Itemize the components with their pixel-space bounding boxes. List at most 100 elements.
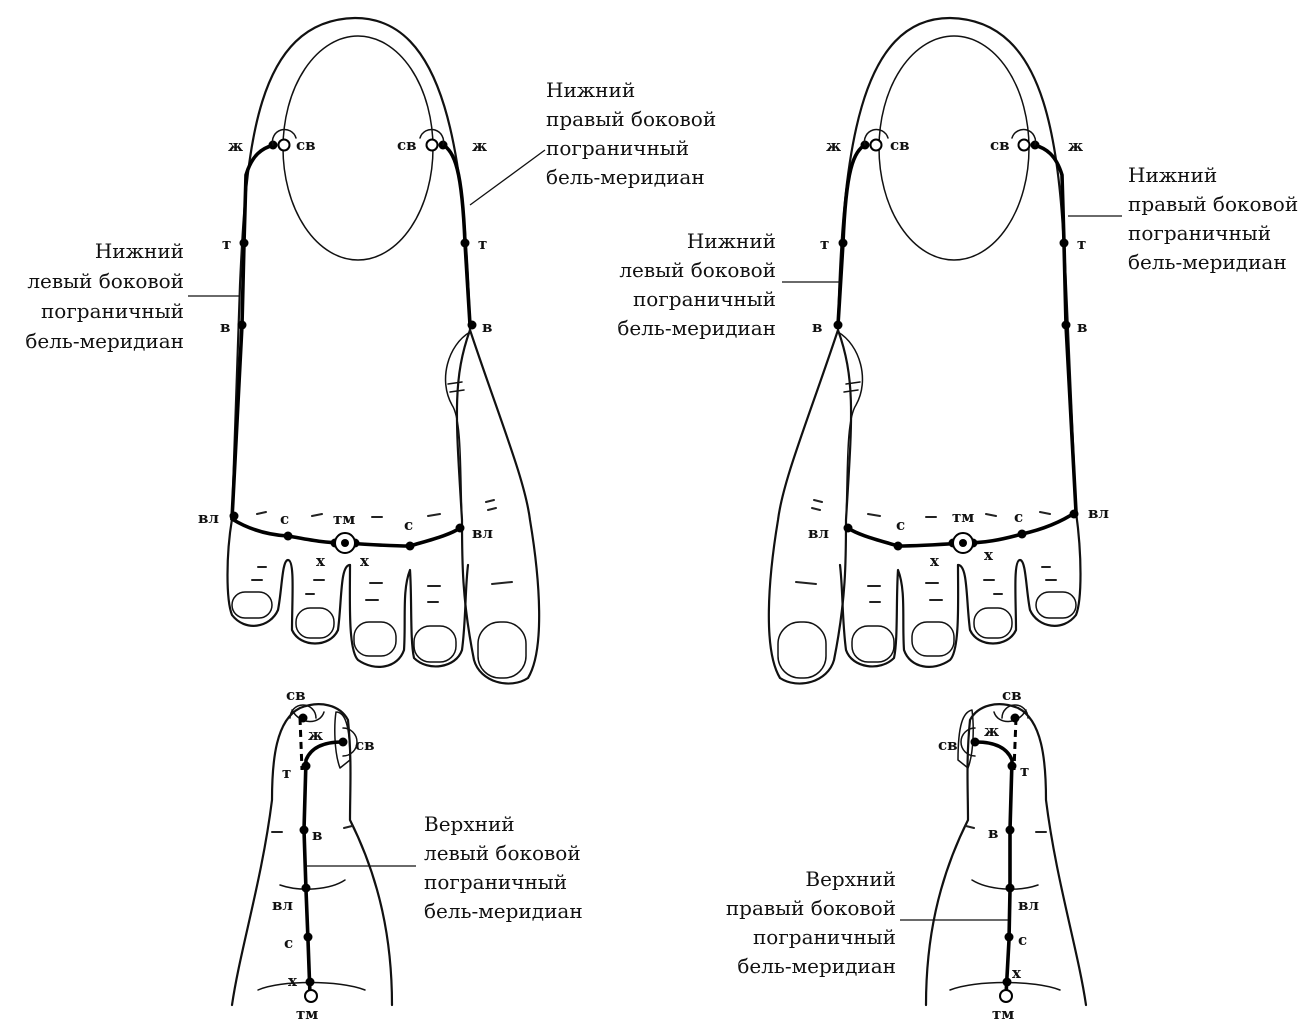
right-label-kh-l: х: [930, 552, 940, 570]
left-point-sv-l: [279, 140, 290, 151]
left-crease-marks: [252, 500, 512, 602]
right-point-t-r: [1060, 239, 1069, 248]
caption-line: левый боковой: [619, 258, 776, 282]
left-point-sv-r: [427, 140, 438, 151]
lower-left-meridian-line: [304, 742, 342, 995]
lower-right-point-vl: [1006, 884, 1015, 893]
right-finger-figure: ж св св ж т т в в вл вл с с тм х х: [769, 18, 1122, 684]
left-point-t-l: [240, 239, 249, 248]
left-point-vl-l: [230, 512, 239, 521]
caption-lower-right-top: Нижний правый боковой пограничный бель-м…: [546, 78, 716, 189]
left-nail-4: [414, 626, 456, 662]
right-label-vl-l: вл: [808, 524, 829, 542]
left-label-t-l: т: [222, 235, 231, 253]
right-point-sv-r: [1019, 140, 1030, 151]
lower-right-finger-figure: св ж св т в вл с х тм: [900, 686, 1086, 1023]
left-label-sv-l: св: [296, 136, 316, 154]
caption-line: Нижний: [546, 78, 635, 102]
right-label-sv-l: св: [890, 136, 910, 154]
caption-lower-left-top: Нижний левый боковой пограничный бель-ме…: [25, 239, 184, 353]
caption-line: пограничный: [753, 925, 896, 949]
left-finger-figure: ж св св ж т т в в вл вл с с тм х х: [188, 18, 545, 684]
left-nail-big: [478, 622, 526, 678]
caption-line: Верхний: [805, 867, 896, 891]
lower-right-point-s: [1005, 933, 1014, 942]
lower-right-meridian-line: [976, 742, 1012, 995]
lower-left-label-t: т: [282, 764, 291, 782]
caption-line: бель-меридиан: [617, 316, 776, 340]
lower-left-label-sv-side: св: [355, 736, 375, 754]
lower-right-point-kh: [1003, 978, 1012, 987]
left-point-v-r: [468, 321, 477, 330]
caption-line: бель-меридиан: [1128, 250, 1287, 274]
lower-left-label-v: в: [312, 826, 322, 844]
lower-left-finger-figure: св ж св т в вл с х тм: [232, 686, 416, 1023]
lower-left-label-sv-top: св: [286, 686, 306, 704]
left-point-t-r: [461, 239, 470, 248]
lower-left-point-s: [304, 933, 313, 942]
right-point-vl-r: [1070, 510, 1079, 519]
caption-line: левый боковой: [27, 269, 184, 293]
left-label-t-r: т: [478, 235, 487, 253]
lower-right-label-t: т: [1020, 762, 1029, 780]
right-adjacent-finger: [838, 332, 862, 520]
lower-left-point-tm: [305, 990, 317, 1002]
caption-line: пограничный: [41, 299, 184, 323]
lower-left-point-v: [300, 826, 309, 835]
left-point-tm: [341, 539, 349, 547]
caption-line: Нижний: [95, 239, 184, 263]
caption-lower-right-right-figure: Нижний правый боковой пограничный бель-м…: [1128, 163, 1298, 274]
caption-line: бель-меридиан: [737, 954, 896, 978]
lower-right-tip: [994, 710, 1026, 722]
lower-left-point-kh: [306, 978, 315, 987]
lower-right-label-tm: тм: [992, 1005, 1014, 1023]
right-point-s-l: [894, 542, 903, 551]
left-fold-mark-2: [450, 390, 464, 392]
left-point-s-r: [406, 542, 415, 551]
left-adjacent-finger: [446, 332, 470, 520]
right-label-kh-r: х: [984, 546, 994, 564]
right-point-v-r: [1062, 321, 1071, 330]
caption-line: бель-меридиан: [424, 899, 583, 923]
caption-line: Нижний: [687, 229, 776, 253]
left-label-tm: тм: [333, 510, 355, 528]
caption-line: Верхний: [424, 812, 515, 836]
left-point-vl-r: [456, 524, 465, 533]
left-leader-right: [470, 150, 545, 205]
caption-line: пограничный: [1128, 221, 1271, 245]
right-point-v-l: [834, 321, 843, 330]
lower-right-point-sv-top: [1011, 714, 1020, 723]
lower-left-tip: [292, 710, 324, 722]
right-label-sv-r: св: [990, 136, 1010, 154]
lower-right-label-zh: ж: [984, 722, 999, 740]
right-label-v-r: в: [1077, 318, 1087, 336]
right-label-s-r: с: [1014, 508, 1023, 526]
right-label-tm: тм: [952, 508, 974, 526]
left-label-s-r: с: [404, 516, 413, 534]
lower-right-point-t: [1008, 762, 1017, 771]
lower-right-point-sv-side: [971, 738, 980, 747]
lower-right-label-sv-top: св: [1002, 686, 1022, 704]
lower-left-point-sv-top: [299, 714, 308, 723]
lower-left-point-vl: [302, 884, 311, 893]
lower-left-label-kh: х: [288, 972, 298, 990]
left-nail-3: [354, 622, 396, 656]
left-label-kh-l: х: [316, 552, 326, 570]
right-fold-mark-1: [846, 382, 860, 384]
caption-line: левый боковой: [424, 841, 581, 865]
right-point-s-r: [1018, 530, 1027, 539]
right-nail-2: [974, 608, 1012, 638]
caption-line: пограничный: [633, 287, 776, 311]
caption-line: пограничный: [546, 136, 689, 160]
caption-line: правый боковой: [546, 107, 716, 131]
lower-right-point-tm: [1000, 990, 1012, 1002]
lower-right-label-v: в: [988, 824, 998, 842]
left-label-vl-l: вл: [198, 509, 219, 527]
caption-line: Нижний: [1128, 163, 1217, 187]
lower-left-crease: [280, 880, 345, 889]
left-nail-2: [296, 608, 334, 638]
left-fold-mark-1: [448, 382, 462, 384]
caption-line: бель-меридиан: [25, 329, 184, 353]
